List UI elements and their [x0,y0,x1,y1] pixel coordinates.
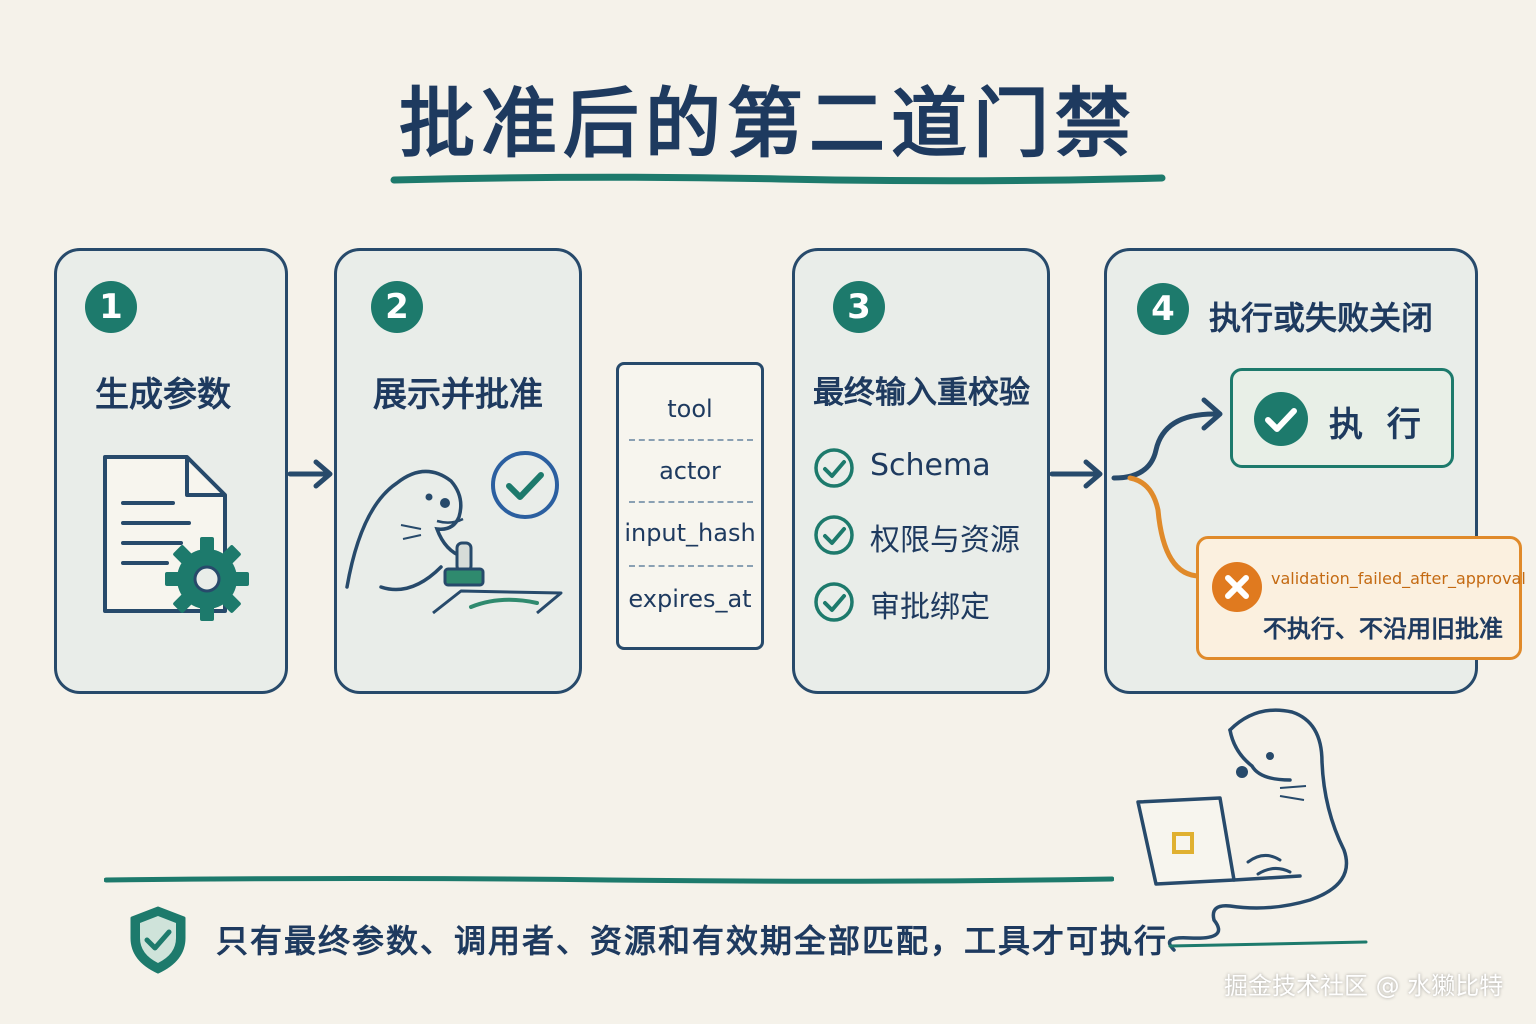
otter-stamping-illustration [345,469,563,615]
error-x-icon [1212,562,1262,612]
check-circle-icon [814,515,854,555]
check-label-permissions: 权限与资源 [870,523,1020,558]
step-1-number: 1 [85,281,137,333]
approval-binding-ticket: tool actor input_hash expires_at [616,362,764,650]
footer-divider [104,876,1114,884]
arrow-1-2 [288,459,333,489]
ticket-divider [629,565,753,567]
document-gear-icon [103,455,249,621]
fail-code: validation_failed_after_approval [1271,569,1526,588]
branch-arrows [1111,397,1223,579]
ticket-field-tool: tool [667,395,713,423]
check-circle-icon [814,582,854,622]
execute-label: 执 行 [1329,405,1427,445]
otter-laptop-illustration [1136,708,1368,952]
approved-check-icon [491,451,559,519]
execute-outcome-box: 执 行 [1230,368,1454,468]
shield-check-icon [130,906,186,974]
step-1-title: 生成参数 [95,375,231,415]
step-2-card: 2 展示并批准 [334,248,582,694]
check-icon [1254,392,1308,446]
fail-outcome-box: validation_failed_after_approval 不执行、不沿用… [1196,536,1526,660]
fail-text: 不执行、不沿用旧批准 [1263,615,1503,643]
step-2-title: 展示并批准 [373,375,543,415]
check-circle-icon [814,448,854,488]
step-3-title: 最终输入重校验 [813,375,1030,411]
step-1-card: 1 生成参数 [54,248,288,694]
arrow-3-4 [1050,459,1103,489]
step-3-number: 3 [833,281,885,333]
title-underline [390,173,1166,185]
step-4-title: 执行或失败关闭 [1209,299,1434,337]
ticket-field-expires-at: expires_at [628,585,752,613]
check-label-schema: Schema [870,448,991,483]
page-title: 批准后的第二道门禁 [399,79,1137,168]
ticket-divider [629,501,753,503]
ticket-field-input-hash: input_hash [624,519,756,547]
check-label-approval-binding: 审批绑定 [870,590,990,625]
ticket-divider [629,439,753,441]
ticket-field-actor: actor [659,457,721,485]
footer-note: 只有最终参数、调用者、资源和有效期全部匹配，工具才可执行 [216,922,1169,960]
watermark: 掘金技术社区 @ 水獭比特 [1224,972,1504,1000]
step-2-number: 2 [371,281,423,333]
step-4-number: 4 [1137,283,1189,335]
